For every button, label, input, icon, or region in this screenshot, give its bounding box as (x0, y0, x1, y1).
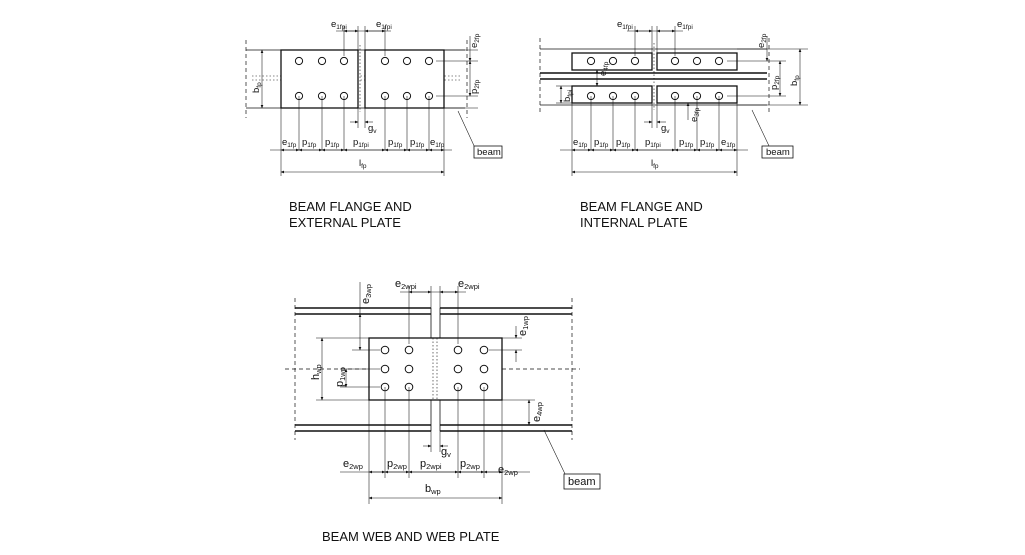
dim-p1fpi: p1fpi (353, 137, 369, 149)
dim-lfp: lfp (651, 158, 659, 170)
dim-bwp: bwp (425, 483, 441, 496)
dim-e1fpi-b: e1fpi (677, 19, 693, 31)
dim-p1fp-2: p1fp (616, 137, 631, 149)
dim-p2wp-1: p2wp (387, 458, 407, 471)
dim-e1fpi-a: e1fpi (331, 19, 347, 31)
dim-bfpi: bfpi (562, 90, 574, 102)
dim-e2wp-right: e2wp (498, 464, 518, 477)
dim-p2fp: p2fp (769, 75, 781, 90)
dim-bfp: bfp (789, 75, 801, 86)
dim-e1fpi-b: e1fpi (376, 19, 392, 31)
dim-hwp: hwp (310, 364, 323, 380)
dim-e1fp-left: e1fp (573, 137, 588, 149)
dim-p1fp-4: p1fp (700, 137, 715, 149)
beam-label: beam (766, 147, 790, 158)
dim-p2wp-2: p2wp (460, 458, 480, 471)
dim-e2wpi-b: e2wpi (458, 278, 480, 291)
dim-e1fpi-a: e1fpi (617, 19, 633, 31)
beam-callout (761, 145, 794, 159)
dim-p1fp-3: p1fp (388, 137, 403, 149)
beam-callout (563, 473, 601, 490)
dim-e1fp-right: e1fp (430, 137, 445, 149)
caption-line: BEAM FLANGE AND (289, 199, 412, 214)
dim-e2fp: e2fp (756, 33, 768, 48)
dim-e4fp: e4fp (598, 61, 610, 76)
dim-p1fp-3: p1fp (679, 137, 694, 149)
caption-line: BEAM FLANGE AND (580, 199, 703, 214)
bolt-holes (294, 56, 434, 101)
caption-line: INTERNAL PLATE (580, 215, 688, 230)
dim-gv: gv (368, 123, 377, 135)
dim-e2fp: e2fp (469, 33, 481, 48)
beam-label: beam (477, 147, 501, 158)
dim-p1wp: p1wp (334, 367, 347, 387)
internal-plate-detail: e1fpi e1fpi e2fp p2fp bfp bfpi e4fp e3fp… (539, 19, 808, 176)
external-plate-detail: e1fpi e1fpi e2fp p2fp bfp gv e1fp p1fp p… (245, 19, 503, 176)
dim-p1fp-4: p1fp (410, 137, 425, 149)
caption-internal-plate: BEAM FLANGE AND INTERNAL PLATE (580, 199, 703, 231)
dim-p1fpi: p1fpi (645, 137, 661, 149)
caption-web-plate: BEAM WEB AND WEB PLATE (322, 529, 500, 544)
caption-line: EXTERNAL PLATE (289, 215, 401, 230)
dim-lfp: lfp (359, 158, 367, 170)
caption-external-plate: BEAM FLANGE AND EXTERNAL PLATE (289, 199, 412, 231)
dim-e1fp-left: e1fp (282, 137, 297, 149)
web-plate-detail: e2wpi e2wpi e3wp e1wp hwp p1wp e4wp gv e… (285, 278, 601, 504)
dim-e3wp: e3wp (360, 284, 373, 304)
dim-e1wp: e1wp (517, 316, 530, 336)
dim-e2wpi-a: e2wpi (395, 278, 417, 291)
dim-p2fp: p2fp (469, 79, 481, 94)
dim-p1fp-1: p1fp (594, 137, 609, 149)
dim-gv: gv (441, 446, 451, 459)
dim-p2wpi: p2wpi (420, 458, 442, 471)
dim-e4wp: e4wp (531, 402, 544, 422)
dim-e3fp: e3fp (689, 107, 701, 122)
dim-e1fp-right: e1fp (721, 137, 736, 149)
beam-label: beam (568, 476, 596, 488)
dim-gv: gv (661, 123, 670, 135)
bolt-holes (380, 345, 489, 392)
beam-callout (473, 145, 503, 159)
dim-e2wp-left: e2wp (343, 458, 363, 471)
dim-p1fp-1: p1fp (302, 137, 317, 149)
dim-p1fp-2: p1fp (325, 137, 340, 149)
dim-bfp: bfp (251, 82, 263, 93)
